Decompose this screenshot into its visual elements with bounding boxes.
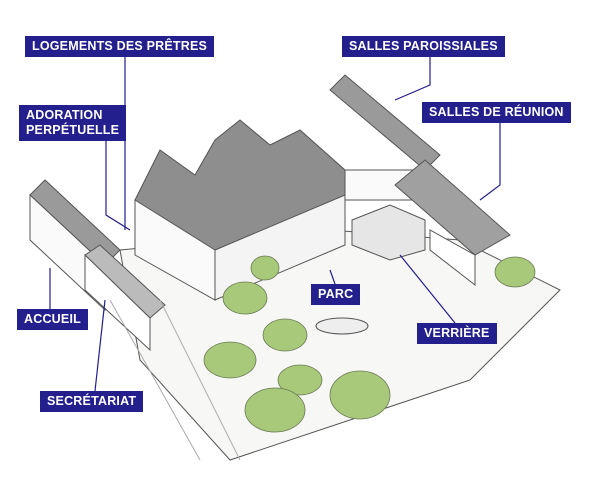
label-accueil: ACCUEIL (17, 309, 88, 330)
leader-lines (49, 57, 501, 392)
label-verriere: VERRIÈRE (417, 323, 497, 344)
label-salles-paroissiales: SALLES PAROISSIALES (342, 36, 505, 57)
trees (203, 255, 536, 433)
label-salles-de-reunion: SALLES DE RÉUNION (422, 102, 571, 123)
label-adoration-line2: PERPÉTUELLE (26, 123, 120, 137)
fountain (315, 317, 369, 335)
label-secretariat: SECRÉTARIAT (40, 391, 144, 412)
paroissiales-roof (329, 74, 441, 171)
secretariat-wall (84, 253, 151, 352)
label-adoration-line1: ADORATION (26, 108, 103, 122)
verriere-building (351, 204, 426, 261)
label-parc: PARC (311, 284, 361, 305)
reunion-roof (394, 159, 511, 256)
label-logements-des-pretres: LOGEMENTS DES PRÊTRES (25, 36, 215, 57)
main-house-wall-right (214, 194, 346, 301)
